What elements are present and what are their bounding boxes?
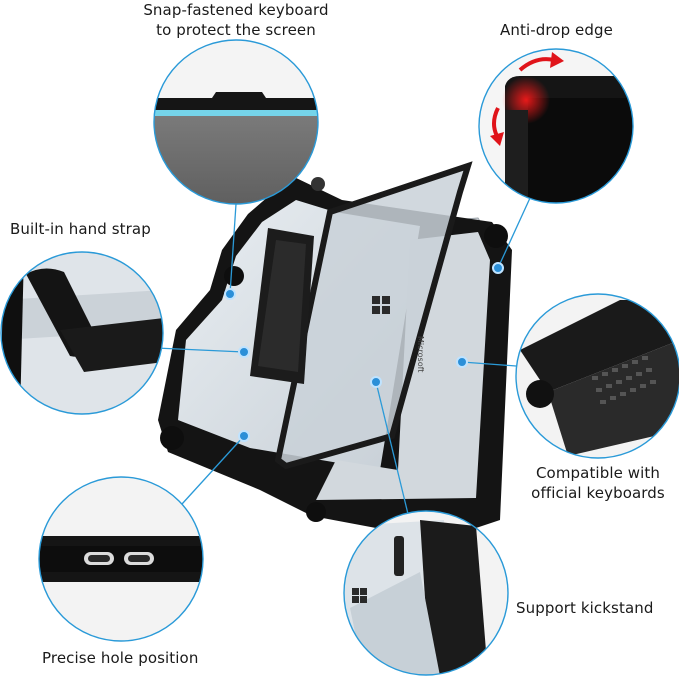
label-anti-drop: Anti-drop edge bbox=[500, 21, 613, 39]
label-snap-keyboard: Snap-fastened keyboard to protect the sc… bbox=[134, 0, 338, 40]
detail-circle-kickstand bbox=[343, 510, 509, 676]
main-product-image: Microsoft bbox=[158, 161, 512, 540]
label-compatible-keyboards: Compatible with official keyboards bbox=[510, 463, 679, 503]
callout-dots bbox=[224, 262, 504, 442]
detail-circle-keyboard bbox=[515, 293, 679, 459]
label-hole-position: Precise hole position bbox=[42, 649, 199, 667]
label-snap-keyboard-line2: to protect the screen bbox=[156, 21, 316, 39]
detail-circle-hand-strap bbox=[0, 251, 164, 415]
leader-lines bbox=[155, 197, 531, 515]
label-snap-keyboard-line1: Snap-fastened keyboard bbox=[143, 1, 329, 19]
label-compatible-line1: Compatible with bbox=[535, 464, 661, 482]
detail-circle-hole-position bbox=[38, 476, 204, 642]
rotate-arrows-icon bbox=[490, 52, 564, 146]
microsoft-wordmark: Microsoft bbox=[416, 336, 425, 372]
label-kickstand: Support kickstand bbox=[516, 599, 654, 617]
label-compatible-line2: official keyboards bbox=[531, 484, 665, 502]
kickstand-panel bbox=[274, 161, 473, 470]
detail-circle-anti-drop bbox=[478, 48, 634, 204]
microsoft-logo bbox=[372, 296, 390, 314]
label-hand-strap: Built-in hand strap bbox=[10, 220, 151, 238]
